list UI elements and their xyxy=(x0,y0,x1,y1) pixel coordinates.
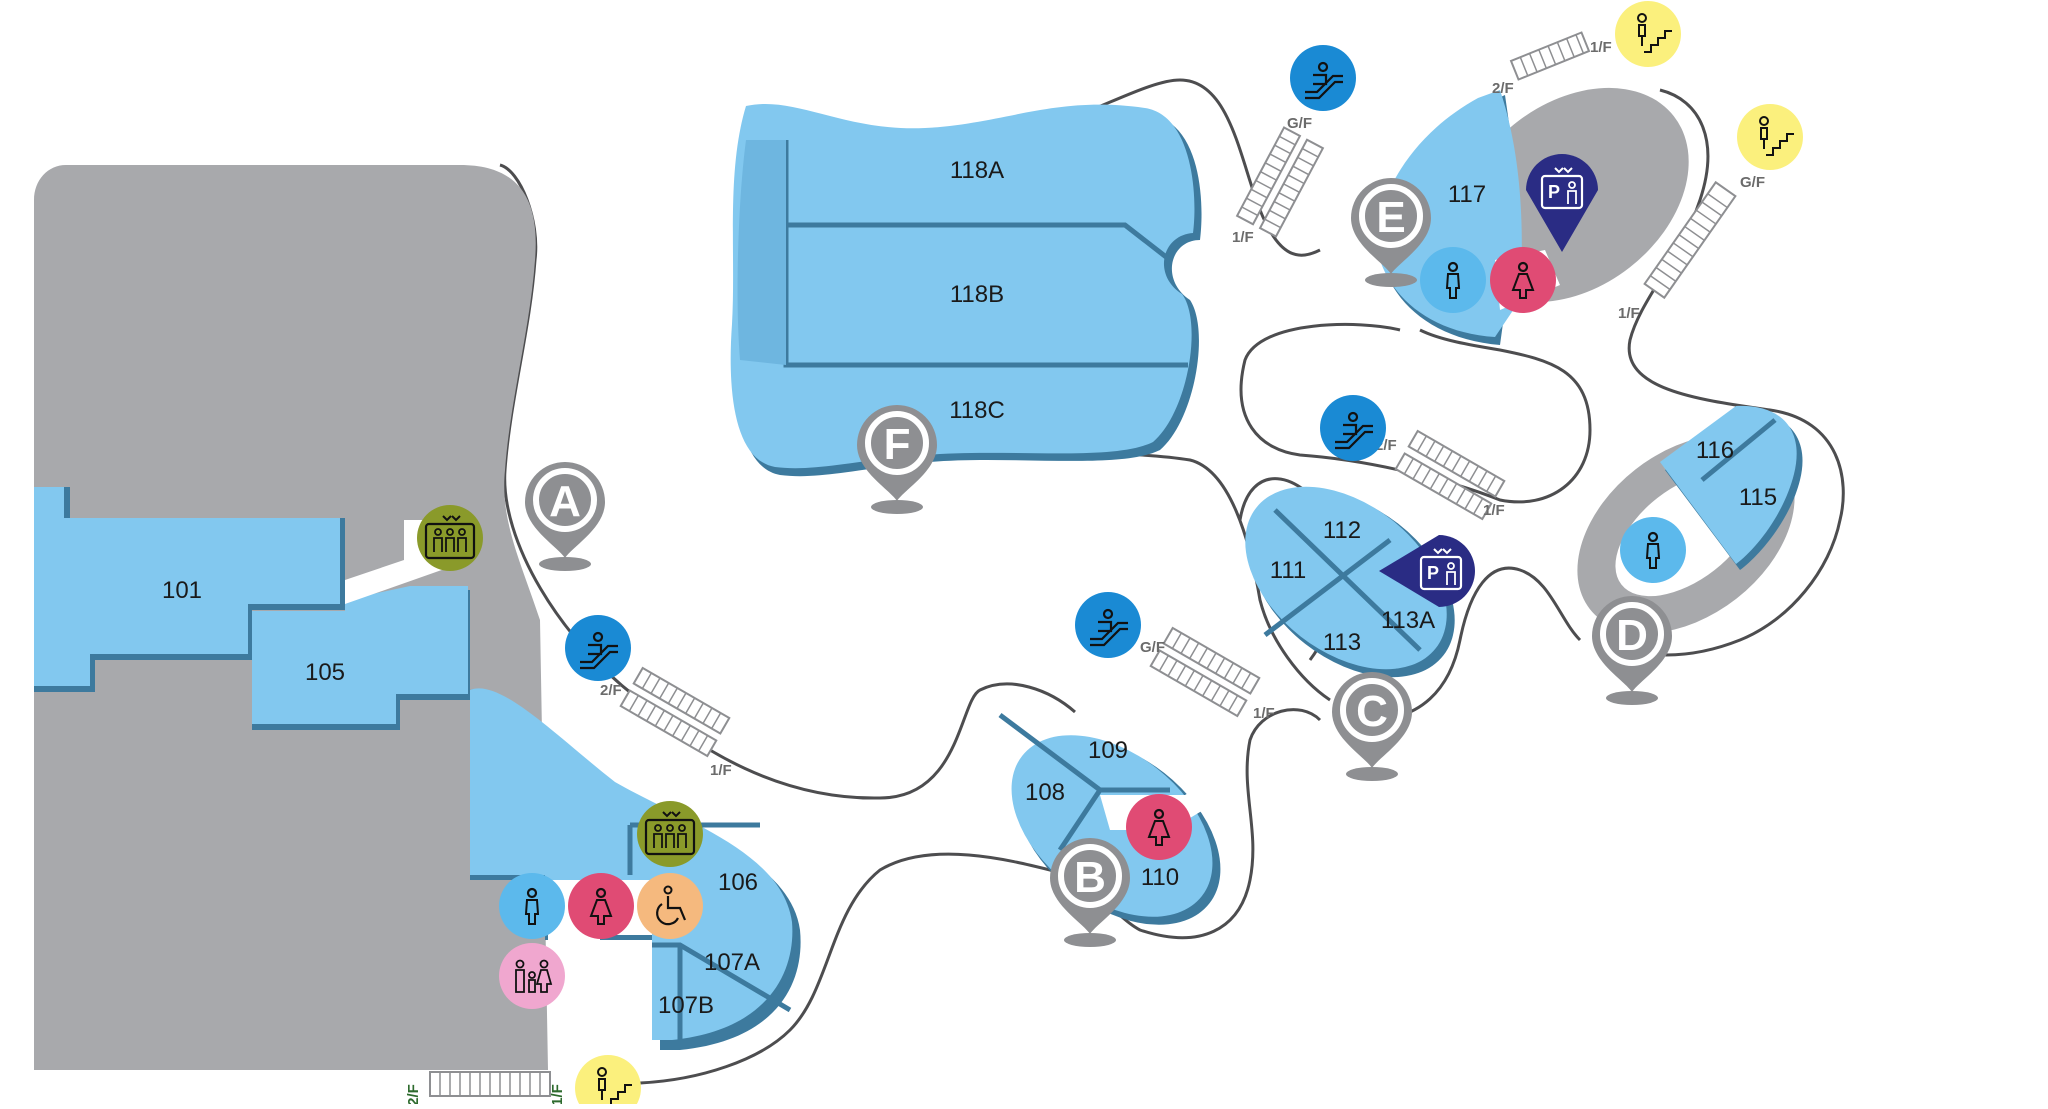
walkway-path-north xyxy=(1049,78,1321,257)
staircase-ne[interactable] xyxy=(1509,31,1591,81)
block-c-dividers xyxy=(1263,508,1422,652)
room-105[interactable] xyxy=(252,586,468,724)
block-b: 108 109 110 xyxy=(998,713,1221,925)
escalator-icon[interactable] xyxy=(1290,45,1356,111)
room-110-label: 110 xyxy=(1141,864,1179,891)
room-118c-label[interactable]: 118C xyxy=(949,397,1005,424)
block-b-dividers xyxy=(998,713,1170,852)
pin-d[interactable]: D xyxy=(1592,596,1672,705)
north-block-118: 118A 118B 118C xyxy=(730,103,1202,477)
escalator-b[interactable] xyxy=(1149,626,1261,718)
room-118a-label[interactable]: 118A xyxy=(950,157,1004,184)
stair-ne-tag-upper: 2/F xyxy=(1492,80,1514,97)
pin-f-letter: F xyxy=(884,420,911,469)
staircase-icon[interactable] xyxy=(575,1055,641,1109)
esc-c-tag-lower: 1/F xyxy=(1483,502,1505,519)
walkway-path-loop xyxy=(1239,322,1592,504)
pin-e-letter: E xyxy=(1376,193,1405,242)
male-toilet-icon[interactable] xyxy=(499,873,565,939)
room-118-left-shade xyxy=(737,140,786,365)
pin-b[interactable]: B xyxy=(1050,838,1130,947)
esc-b-tag-lower: 1/F xyxy=(1253,705,1275,722)
pin-f[interactable]: F xyxy=(857,405,937,514)
west-building: 101 105 106 107A 107B xyxy=(34,165,801,1070)
room-101-label: 101 xyxy=(162,577,202,604)
room-111-label: 111 xyxy=(1270,557,1306,584)
staircase-e[interactable] xyxy=(1643,180,1737,300)
pin-c-letter: C xyxy=(1356,687,1388,736)
room-113-label: 113 xyxy=(1323,629,1361,656)
pin-a[interactable]: A xyxy=(525,462,605,571)
esc-a-tag-lower: 1/F xyxy=(710,762,732,779)
parking-lift-icon[interactable] xyxy=(1379,535,1475,607)
room-101[interactable] xyxy=(34,487,340,686)
room-107a-label: 107A xyxy=(704,949,760,976)
staircase-icon[interactable] xyxy=(1615,1,1681,67)
pin-e[interactable]: E xyxy=(1351,178,1431,287)
pin-d-letter: D xyxy=(1616,611,1648,660)
room-107b-label: 107B xyxy=(658,992,714,1019)
accessible-toilet-icon[interactable] xyxy=(637,873,703,939)
stair-ne-tag-lower: 1/F xyxy=(1590,39,1612,56)
block-d-divider xyxy=(1700,418,1777,482)
esc-e-tag-lower: 1/F xyxy=(1232,229,1254,246)
pin-c[interactable]: C xyxy=(1332,672,1412,781)
male-toilet-icon[interactable] xyxy=(1420,247,1486,313)
female-toilet-icon[interactable] xyxy=(568,873,634,939)
block-c: 111 112 113 113A xyxy=(1245,486,1455,678)
room-118b-label[interactable]: 118B xyxy=(950,281,1004,308)
stair-sw-tag-left: 2/F xyxy=(405,1084,422,1104)
stair-e-tag-upper: G/F xyxy=(1740,174,1765,191)
staircase-sw[interactable] xyxy=(429,1071,551,1097)
room-118-block xyxy=(730,103,1195,469)
lift-icon[interactable] xyxy=(637,801,703,867)
room-116-label: 116 xyxy=(1696,437,1734,464)
room-112-label: 112 xyxy=(1323,517,1361,544)
block-d: 116 115 xyxy=(1577,405,1803,634)
room-106-label: 106 xyxy=(718,869,758,896)
staircase-icon[interactable] xyxy=(1737,104,1803,170)
room-113a-label: 113A xyxy=(1381,607,1435,634)
lift-icon[interactable] xyxy=(417,505,483,571)
female-toilet-icon[interactable] xyxy=(1490,247,1556,313)
escalator-e[interactable] xyxy=(1235,126,1325,238)
walkway-path-east xyxy=(1599,88,1845,657)
parking-lift-icon[interactable] xyxy=(1526,154,1598,252)
female-toilet-icon[interactable] xyxy=(1126,794,1192,860)
pin-a-letter: A xyxy=(549,477,581,526)
stair-e-tag-lower: 1/F xyxy=(1618,305,1640,322)
room-117[interactable] xyxy=(1377,90,1522,337)
room-109-label: 109 xyxy=(1088,737,1128,764)
male-toilet-icon[interactable] xyxy=(1620,517,1686,583)
esc-e-tag-upper: G/F xyxy=(1287,115,1312,132)
room-108-label: 108 xyxy=(1025,779,1065,806)
stair-sw-tag-right: 1/F xyxy=(549,1084,566,1104)
pin-b-letter: B xyxy=(1074,853,1106,902)
block-d-rooms[interactable] xyxy=(1660,405,1797,564)
family-room-icon[interactable] xyxy=(499,943,565,1009)
escalator-c[interactable] xyxy=(1394,429,1506,521)
escalator-icon[interactable] xyxy=(1075,592,1141,658)
room-105-label: 105 xyxy=(305,659,345,686)
escalator-a[interactable] xyxy=(619,666,731,758)
room-115-label: 115 xyxy=(1739,484,1777,511)
escalator-icon[interactable] xyxy=(565,615,631,681)
esc-a-tag-upper: 2/F xyxy=(600,682,622,699)
walkway-path-c-south xyxy=(1369,566,1582,722)
room-117-label: 117 xyxy=(1448,181,1486,208)
esc-b-tag-upper: G/F xyxy=(1140,639,1165,656)
escalator-icon[interactable] xyxy=(1320,395,1386,461)
